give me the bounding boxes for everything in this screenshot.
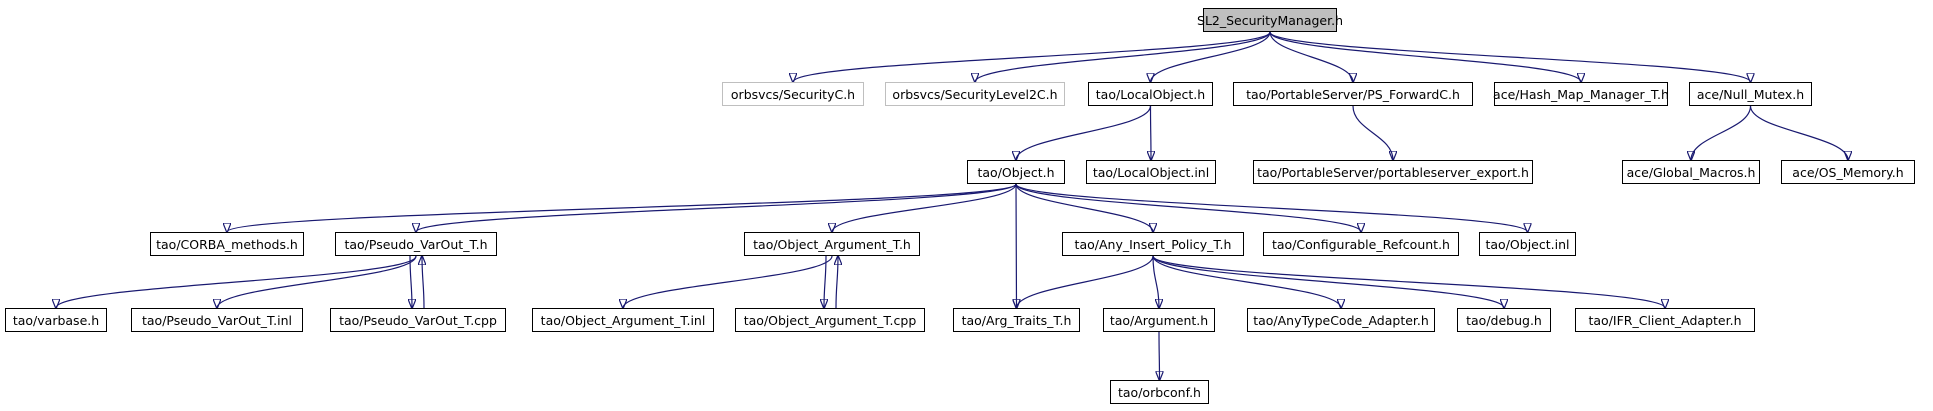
- node-tao-portableserver-portableserver-export-h[interactable]: tao/PortableServer/portableserver_export…: [1253, 160, 1533, 184]
- edge-object-h-to-pseudo-h: [416, 183, 1017, 232]
- node-tao-varbase-h[interactable]: tao/varbase.h: [5, 308, 107, 332]
- edge-objarg-h-to-objarg-inl: [623, 255, 833, 308]
- edge-localobject-h-to-object-h: [1016, 105, 1152, 160]
- edge-object-h-to-objarg-h: [832, 183, 1017, 232]
- edge-null-mutex-to-global-macros: [1691, 105, 1752, 160]
- node-tao-localobject-h[interactable]: tao/LocalObject.h: [1088, 82, 1213, 106]
- edge-root-to-securitylevel2c: [975, 31, 1271, 82]
- edge-null-mutex-to-os-memory: [1749, 105, 1849, 160]
- edge-pseudo-h-to-pseudo-cpp: [410, 255, 412, 308]
- node-tao-object-h[interactable]: tao/Object.h: [967, 160, 1065, 184]
- edge-object-h-to-conf-refcount: [1015, 183, 1361, 232]
- node-tao-anytypecode-adapter-h[interactable]: tao/AnyTypeCode_Adapter.h: [1247, 308, 1435, 332]
- edge-localobject-h-to-localobject-inl: [1151, 105, 1152, 160]
- node-tao-ifr-client-adapter-h[interactable]: tao/IFR_Client_Adapter.h: [1575, 308, 1755, 332]
- node-tao-object-argument-t-inl[interactable]: tao/Object_Argument_T.inl: [532, 308, 714, 332]
- node-tao-arg-traits-t-h[interactable]: tao/Arg_Traits_T.h: [953, 308, 1080, 332]
- node-tao-orbconf-h[interactable]: tao/orbconf.h: [1110, 380, 1209, 404]
- node-tao-any-insert-policy-t-h[interactable]: tao/Any_Insert_Policy_T.h: [1062, 232, 1244, 256]
- edge-any-insert-to-debug: [1152, 255, 1504, 308]
- edge-objarg-h-to-objarg-cpp: [824, 255, 826, 308]
- edge-pseudo-h-to-varbase: [56, 255, 417, 308]
- edge-root-to-securityc: [793, 31, 1271, 82]
- edge-object-h-to-any-insert: [1015, 183, 1153, 232]
- node-tao-configurable-refcount-h[interactable]: tao/Configurable_Refcount.h: [1263, 232, 1459, 256]
- edge-root-to-localobject-h: [1151, 31, 1271, 82]
- edge-object-h-to-corba-methods: [227, 183, 1017, 232]
- edge-root-to-null-mutex: [1269, 31, 1751, 82]
- node-tao-debug-h[interactable]: tao/debug.h: [1457, 308, 1551, 332]
- edge-root-to-hash-map: [1269, 31, 1581, 82]
- node-tao-localobject-inl[interactable]: tao/LocalObject.inl: [1086, 160, 1216, 184]
- node-tao-object-argument-t-h[interactable]: tao/Object_Argument_T.h: [744, 232, 920, 256]
- node-tao-pseudo-varout-t-h[interactable]: tao/Pseudo_VarOut_T.h: [335, 232, 497, 256]
- edge-ps-forwardc-to-ps-export: [1352, 105, 1393, 160]
- edge-pseudo-h-to-pseudo-inl: [217, 255, 417, 308]
- edge-any-insert-to-ifr-client: [1152, 255, 1665, 308]
- edge-any-insert-to-anytypecode: [1152, 255, 1341, 308]
- node-ace-os-memory-h[interactable]: ace/OS_Memory.h: [1781, 160, 1915, 184]
- node-orbsvcs-securityc-h[interactable]: orbsvcs/SecurityC.h: [722, 82, 864, 106]
- edge-root-to-ps-forwardc: [1269, 31, 1353, 82]
- edge-object-h-to-object-inl: [1015, 183, 1528, 232]
- edge-any-insert-to-argument: [1152, 255, 1159, 308]
- edge-any-insert-to-arg-traits: [1017, 255, 1154, 308]
- node-tao-object-inl[interactable]: tao/Object.inl: [1479, 232, 1576, 256]
- node-orbsvcs-securitylevel2c-h[interactable]: orbsvcs/SecurityLevel2C.h: [885, 82, 1065, 106]
- node-tao-pseudo-varout-t-cpp[interactable]: tao/Pseudo_VarOut_T.cpp: [330, 308, 506, 332]
- node-ace-null-mutex-h[interactable]: ace/Null_Mutex.h: [1689, 82, 1812, 106]
- node-sl2-securitymanager-h[interactable]: SL2_SecurityManager.h: [1197, 8, 1343, 32]
- edge-pseudo-cpp-to-pseudo-h: [422, 256, 424, 309]
- edge-object-h-to-arg-traits: [1016, 183, 1017, 308]
- edge-argument-to-orbconf: [1159, 331, 1160, 380]
- node-ace-global-macros-h[interactable]: ace/Global_Macros.h: [1622, 160, 1760, 184]
- node-tao-object-argument-t-cpp[interactable]: tao/Object_Argument_T.cpp: [735, 308, 925, 332]
- edge-objarg-cpp-to-objarg-h: [836, 256, 838, 309]
- node-tao-pseudo-varout-t-inl[interactable]: tao/Pseudo_VarOut_T.inl: [131, 308, 303, 332]
- node-tao-argument-h[interactable]: tao/Argument.h: [1103, 308, 1215, 332]
- node-ace-hash-map-manager-t-h[interactable]: ace/Hash_Map_Manager_T.h: [1493, 82, 1669, 106]
- node-tao-portableserver-ps-forwardc-h[interactable]: tao/PortableServer/PS_ForwardC.h: [1233, 82, 1473, 106]
- node-tao-corba-methods-h[interactable]: tao/CORBA_methods.h: [150, 232, 304, 256]
